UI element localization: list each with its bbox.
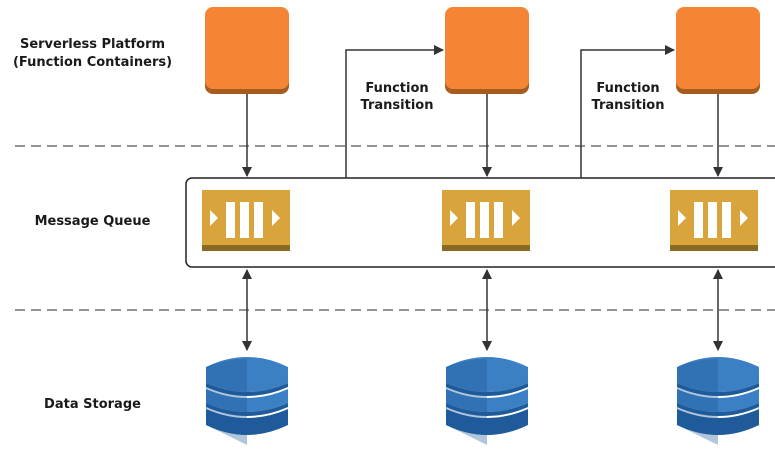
lane-label-platform: Serverless Platform (Function Containers… [0, 36, 185, 72]
lane-label-queue: Message Queue [34, 214, 151, 229]
lane-label-storage: Data Storage [44, 397, 141, 412]
transition-connector-1 [345, 45, 444, 178]
transition-connector-2 [580, 45, 675, 178]
lane-label-platform-line2: (Function Containers) [12, 55, 173, 70]
message-queue-icon [442, 190, 530, 251]
transition-label-1-line2: Transition [360, 98, 434, 113]
transition-label-1-line1: Function [365, 81, 429, 96]
transition-label-2-line2: Transition [591, 98, 665, 113]
transition-label-1: Function Transition [347, 80, 447, 114]
message-queue-icon [202, 190, 290, 251]
transition-label-2: Function Transition [578, 80, 678, 114]
lane-label-platform-line1: Serverless Platform [19, 37, 166, 52]
function-container-icon [445, 7, 529, 94]
message-queue-icon [670, 190, 758, 251]
database-icon [446, 357, 528, 445]
database-icon [206, 357, 288, 445]
function-container-icon [205, 7, 289, 94]
transition-label-2-line1: Function [596, 81, 660, 96]
database-icon [677, 357, 759, 445]
function-container-icon [676, 7, 760, 94]
